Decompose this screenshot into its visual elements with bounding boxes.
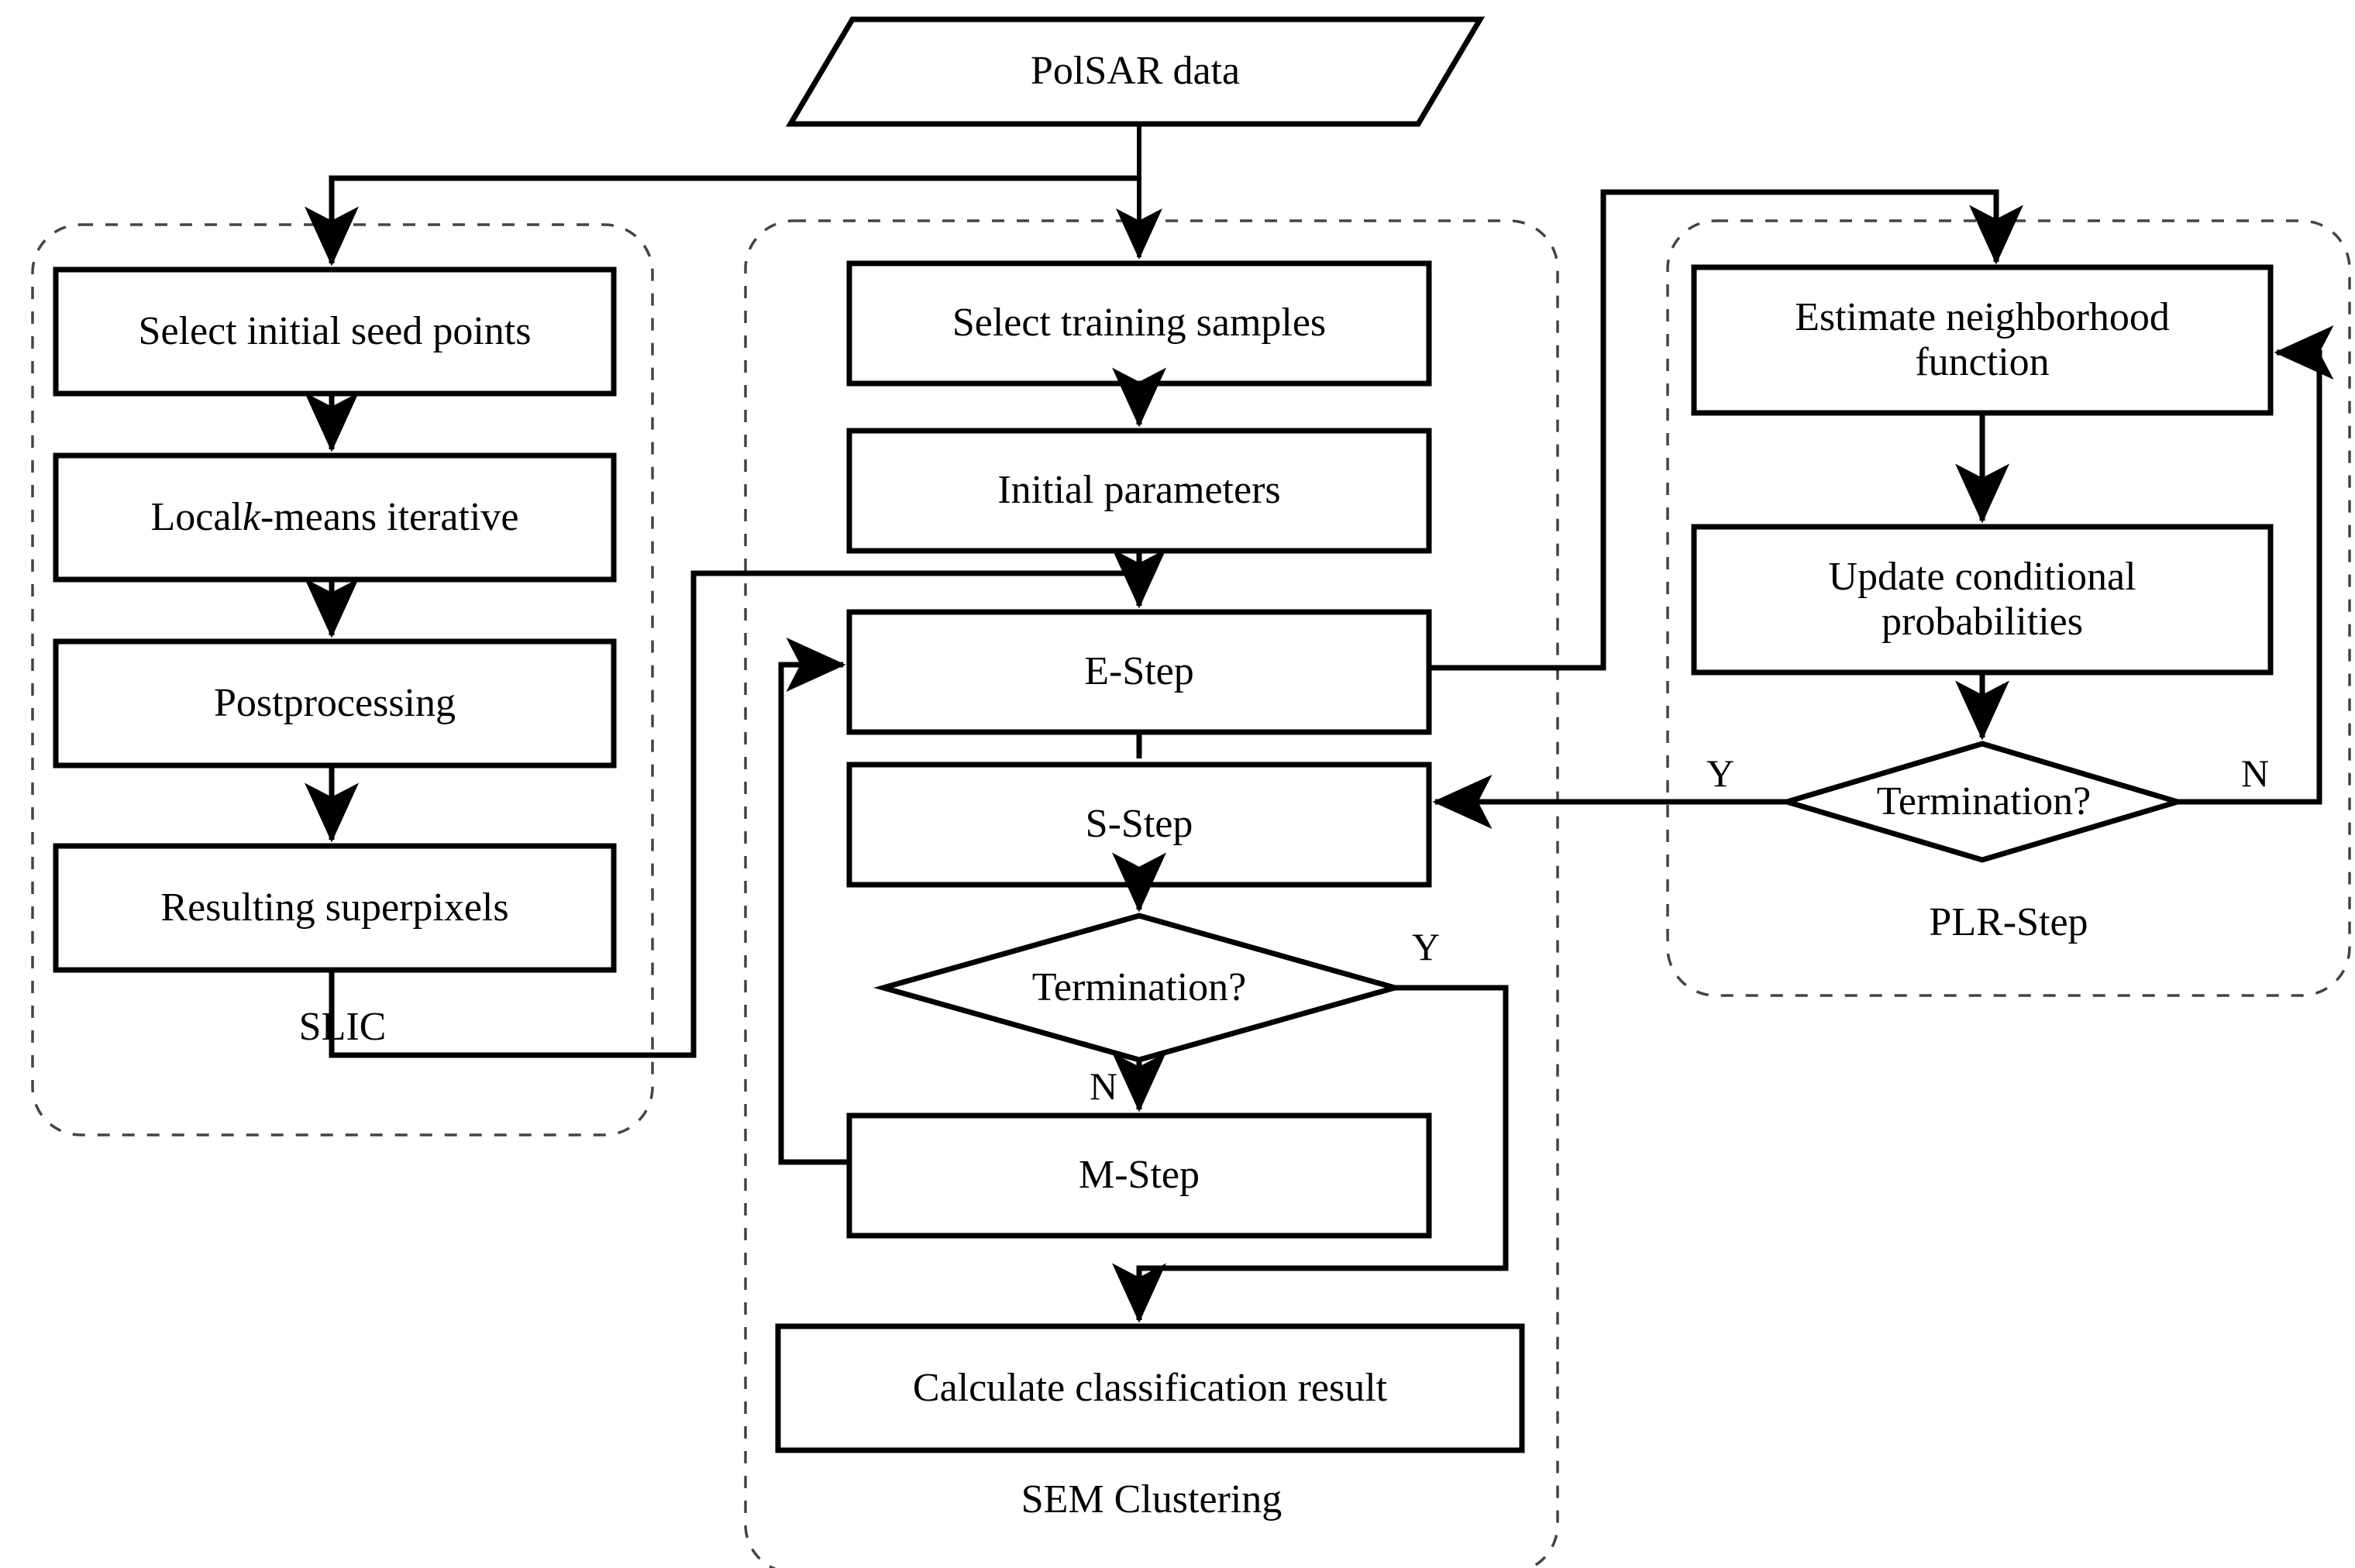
- node-sem-termination-diamond: [873, 913, 1405, 1063]
- node-plr-termination-diamond: [1777, 741, 2188, 863]
- edge-label-sem-termination-yes: Y: [1411, 925, 1441, 968]
- group-box-plr: [1666, 219, 2351, 997]
- node-s-step: [846, 762, 1432, 888]
- node-update-conditional-probabilities: [1691, 524, 2274, 676]
- edge-mstep-to-estep: [778, 638, 849, 1165]
- node-postprocessing: [53, 638, 617, 769]
- edge-label-plr-termination-yes: Y: [1706, 751, 1735, 795]
- group-label-plr-step: PLR-Step: [1929, 899, 2088, 944]
- edge-termination-yes-to-calc: [1112, 985, 1509, 1323]
- node-calculate-classification-result: [775, 1323, 1525, 1453]
- edge-slic-to-e-step: [329, 570, 1139, 1058]
- node-initial-parameters: [846, 428, 1432, 554]
- node-e-step: [846, 609, 1432, 735]
- edge-label-plr-termination-no: N: [2240, 751, 2270, 795]
- node-polsar-data: [785, 16, 1486, 127]
- group-label-sem-clustering: SEM Clustering: [1021, 1477, 1283, 1522]
- node-estimate-neighborhood-function: [1691, 264, 2274, 416]
- node-select-initial-seed-points: [53, 266, 617, 397]
- node-local-k-means-iterative: [53, 452, 617, 583]
- edge-polsar-to-plr: [1429, 189, 2023, 671]
- edge-label-sem-termination-no: N: [1089, 1064, 1118, 1108]
- edge-plrterm-no-loop: [2178, 325, 2334, 805]
- group-label-slic: SLIC: [298, 1004, 387, 1049]
- node-m-step: [846, 1112, 1432, 1239]
- edge-polsar-to-slic: [305, 175, 1139, 266]
- node-select-training-samples: [846, 260, 1432, 387]
- node-resulting-superpixels: [53, 843, 617, 973]
